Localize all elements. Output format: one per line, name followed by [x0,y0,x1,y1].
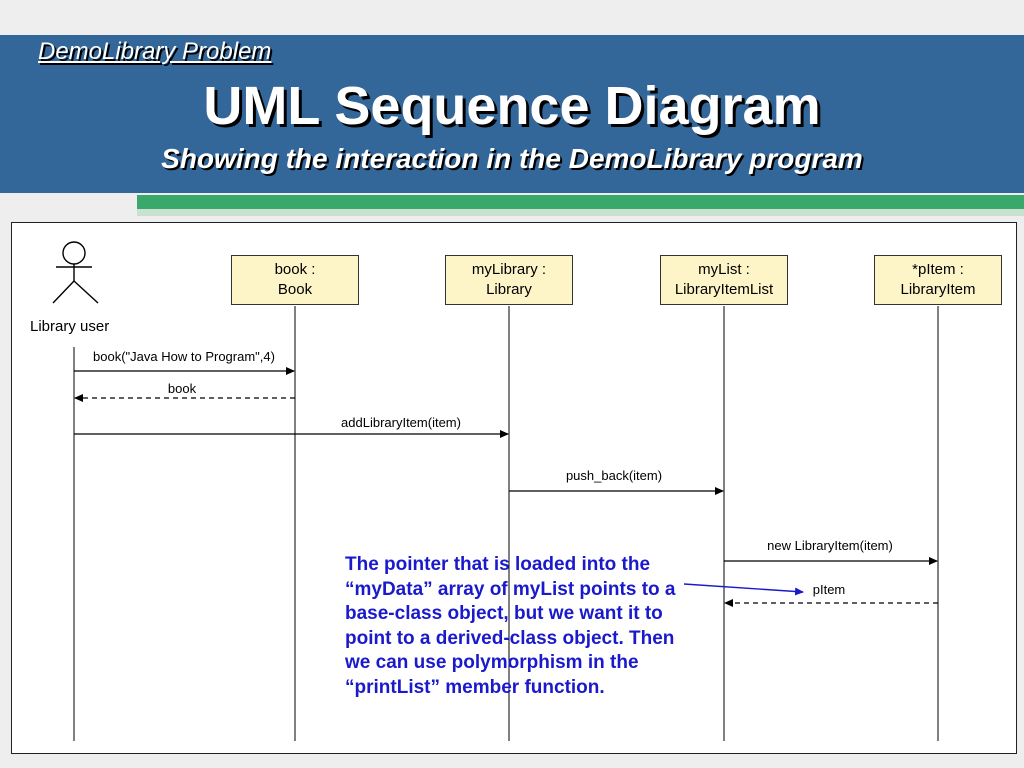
message-label-3: addLibraryItem(item) [341,415,461,430]
annotation-note: The pointer that is loaded into the “myD… [345,554,676,698]
message-label-4: push_back(item) [565,468,663,483]
accent-bar [137,195,1024,209]
message-label-6: pItem [812,582,846,597]
object-class: LibraryItemList [674,281,774,298]
actor-label: Library user [30,318,110,335]
object-box-pitem: *pItem : LibraryItem [874,255,1002,305]
note-pointer-arrow [683,583,804,596]
section-title: DemoLibrary Problem [38,38,272,65]
diagram-lines [52,241,939,741]
object-name: myList : [698,261,750,278]
message-label-1: book("Java How to Program",4) [93,349,275,364]
object-name: *pItem : [912,261,964,278]
object-box-book: book : Book [231,255,359,305]
message-label-5: new LibraryItem(item) [767,538,893,553]
object-name: myLibrary : [471,261,547,278]
accent-bar-light [137,209,1024,216]
object-box-mylist: myList : LibraryItemList [660,255,788,305]
sequence-diagram: Library user book : Book myLibrary : Lib… [11,222,1017,754]
title-banner [0,35,1024,193]
slide-subtitle: Showing the interaction in the DemoLibra… [161,143,863,174]
object-class: LibraryItem [900,281,976,298]
slide-title: UML Sequence Diagram [203,76,821,136]
object-box-mylibrary: myLibrary : Library [445,255,573,305]
actor-icon [52,241,99,304]
object-class: Book [277,281,313,298]
object-name: book : [274,261,316,278]
message-label-2: book [167,381,197,396]
object-class: Library [486,281,532,298]
